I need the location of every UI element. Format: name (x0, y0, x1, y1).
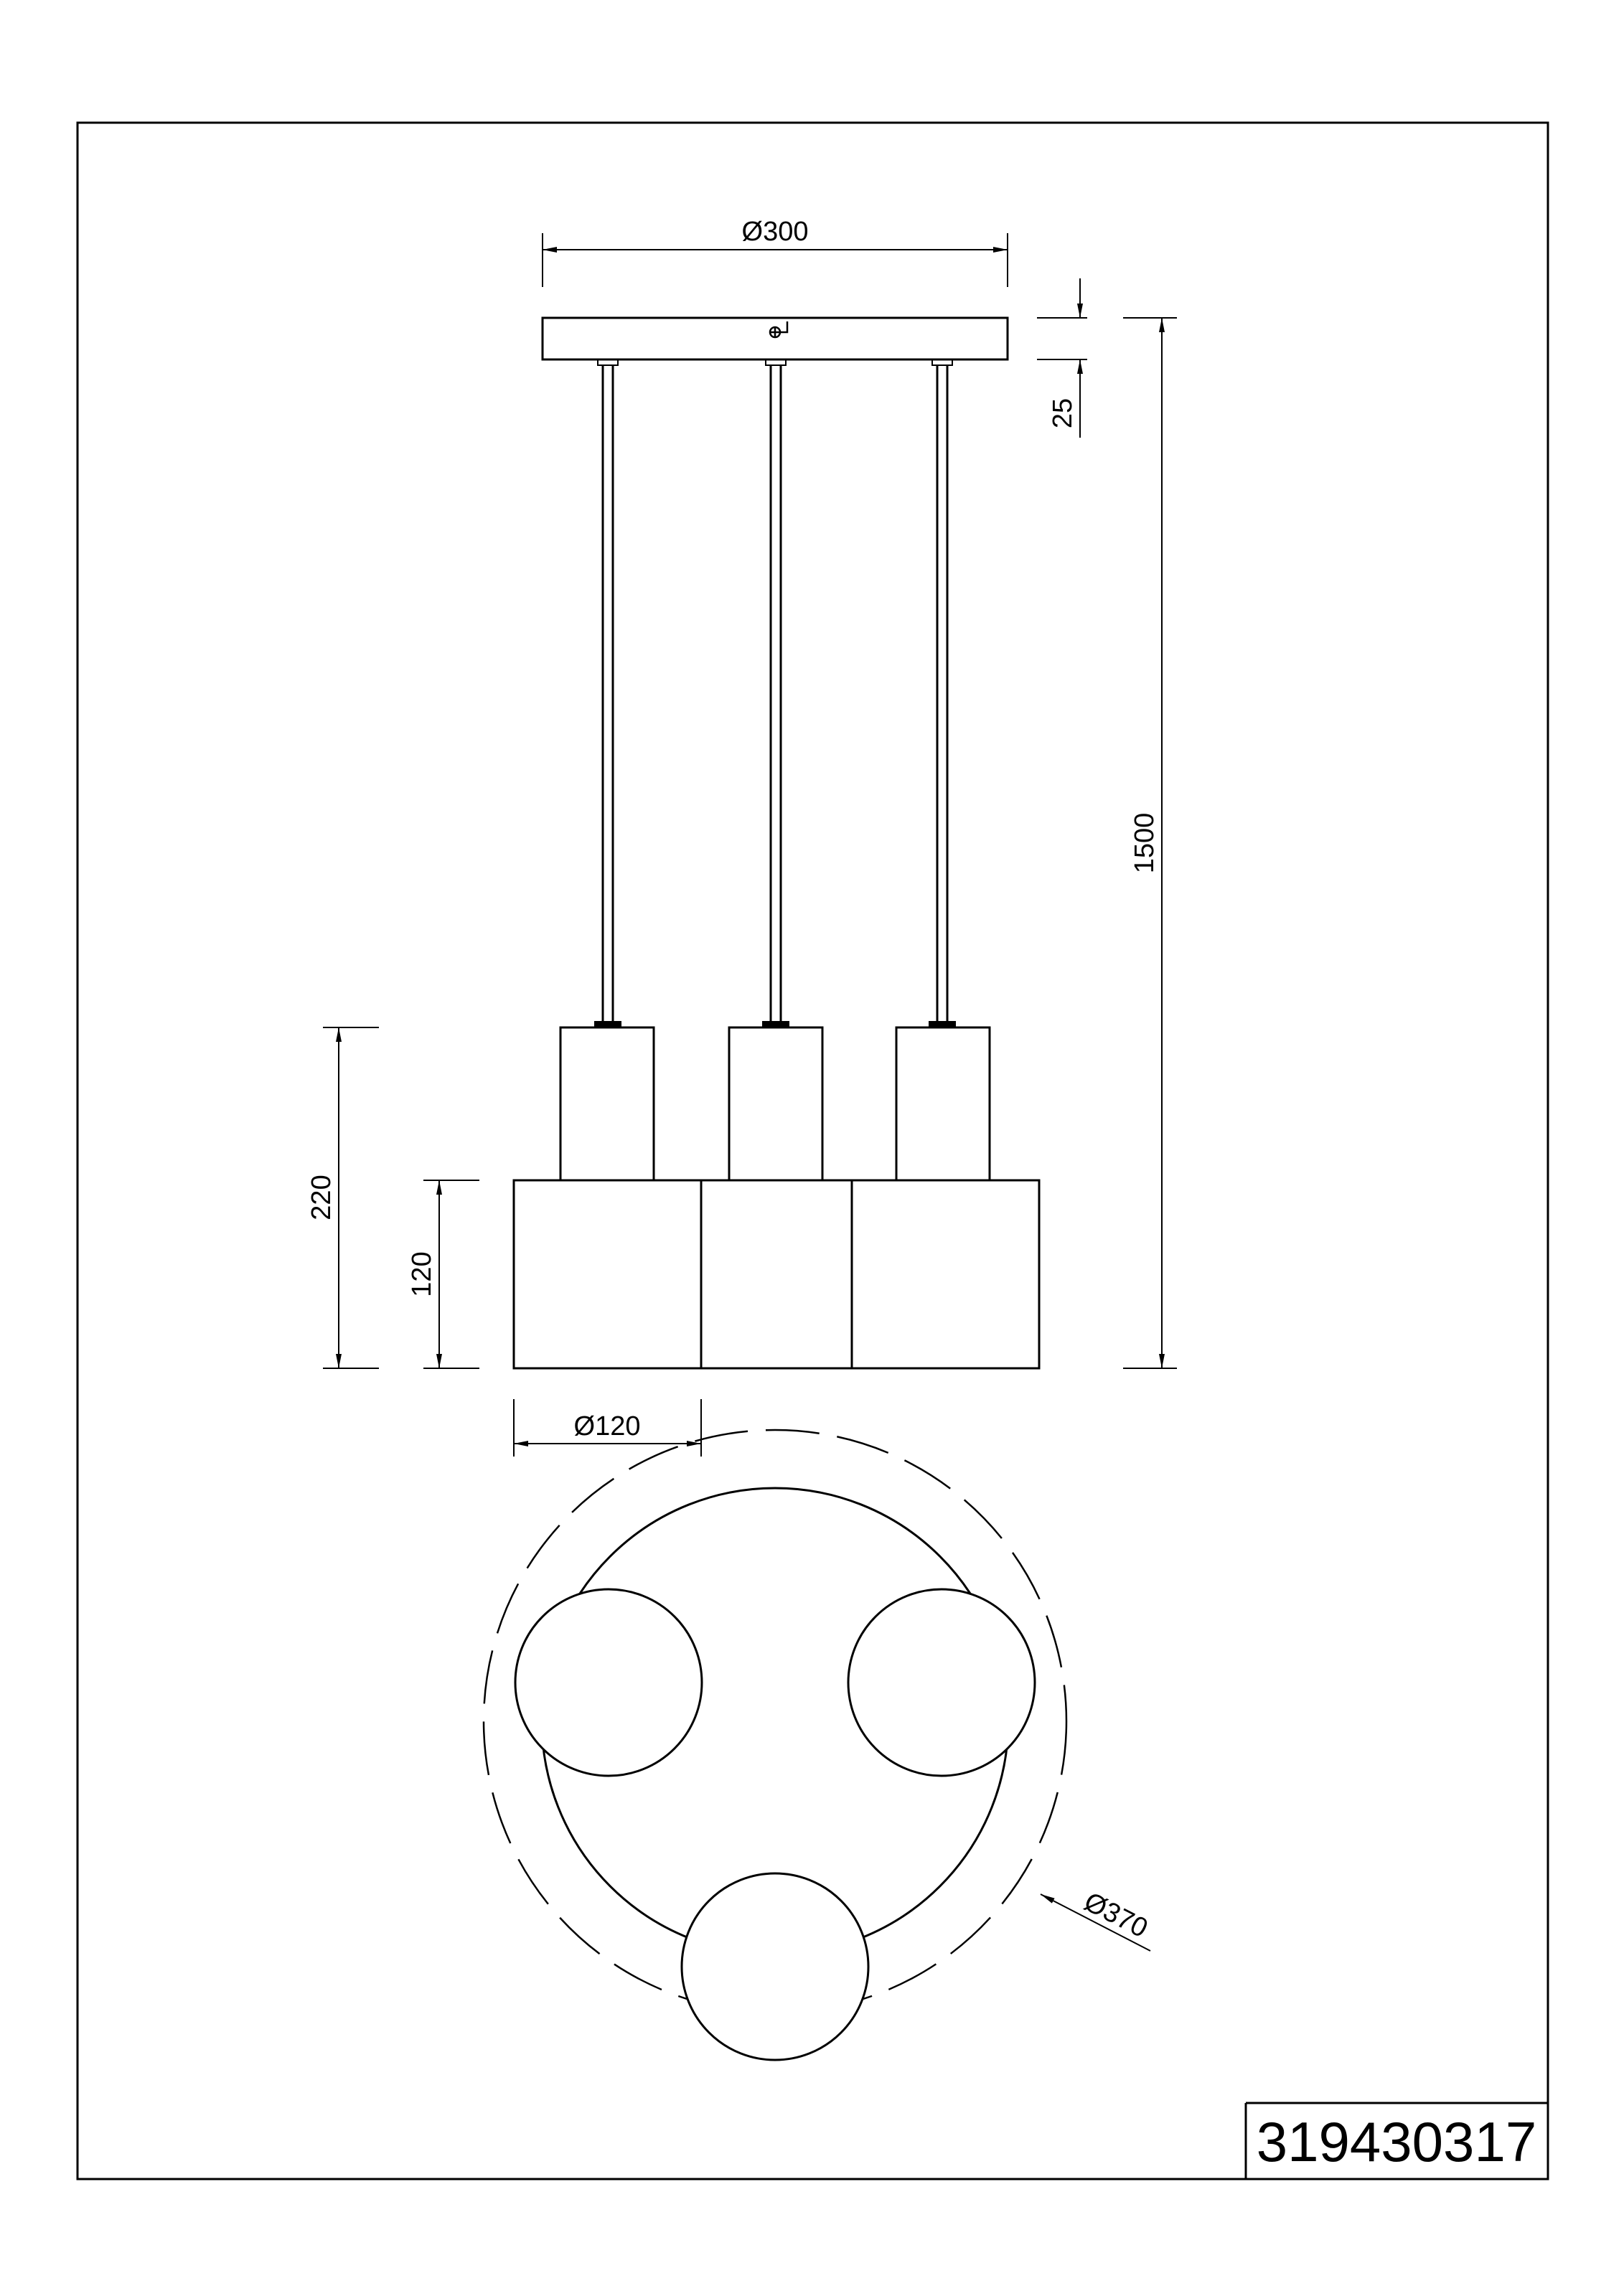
upper-shade (895, 1026, 991, 1182)
lower-shade (700, 1179, 853, 1370)
canopy (541, 316, 1009, 361)
drawing-frame (76, 121, 1549, 2180)
dim-canopy-diameter-label: Ø300 (742, 217, 809, 247)
dimension-overall-diameter: Ø370 (1040, 1887, 1153, 1952)
dimension-shade-lower-height: 120 (407, 1180, 479, 1369)
upper-shade (559, 1026, 655, 1182)
shade-outline (514, 1588, 703, 1777)
dimension-shade-diameter: Ø120 (513, 1399, 702, 1457)
suspension-cable (936, 365, 949, 1022)
canopy-screw-icon (769, 321, 789, 339)
dim-total-height-label: 1500 (1130, 813, 1160, 874)
dimension-canopy-height: 25 (1037, 278, 1087, 438)
dimension-shade-total-height: 220 (306, 1027, 379, 1369)
suspension-cable (769, 365, 782, 1022)
side-view: Ø300 25 1500 220 120 (306, 217, 1177, 1457)
dim-canopy-height-label: 25 (1048, 398, 1078, 428)
dim-overall-diameter-label: Ø370 (1079, 1887, 1153, 1944)
part-number-box: 319430317 (1244, 2102, 1548, 2179)
dimension-total-height: 1500 (1123, 317, 1177, 1369)
bottom-view: Ø370 (482, 1429, 1153, 2061)
upper-shade (728, 1026, 824, 1182)
suspension-cable (601, 365, 614, 1022)
dimension-canopy-diameter: Ø300 (542, 217, 1008, 287)
part-number: 319430317 (1257, 2110, 1536, 2173)
dim-shade-diameter-label: Ø120 (574, 1411, 641, 1441)
lower-shade (850, 1179, 1041, 1370)
dim-shade-lower-height-label: 120 (407, 1251, 437, 1297)
shade-outline (847, 1588, 1036, 1777)
dim-shade-total-height-label: 220 (306, 1175, 337, 1220)
lower-shade (512, 1179, 703, 1370)
shade-outline (680, 1872, 870, 2061)
